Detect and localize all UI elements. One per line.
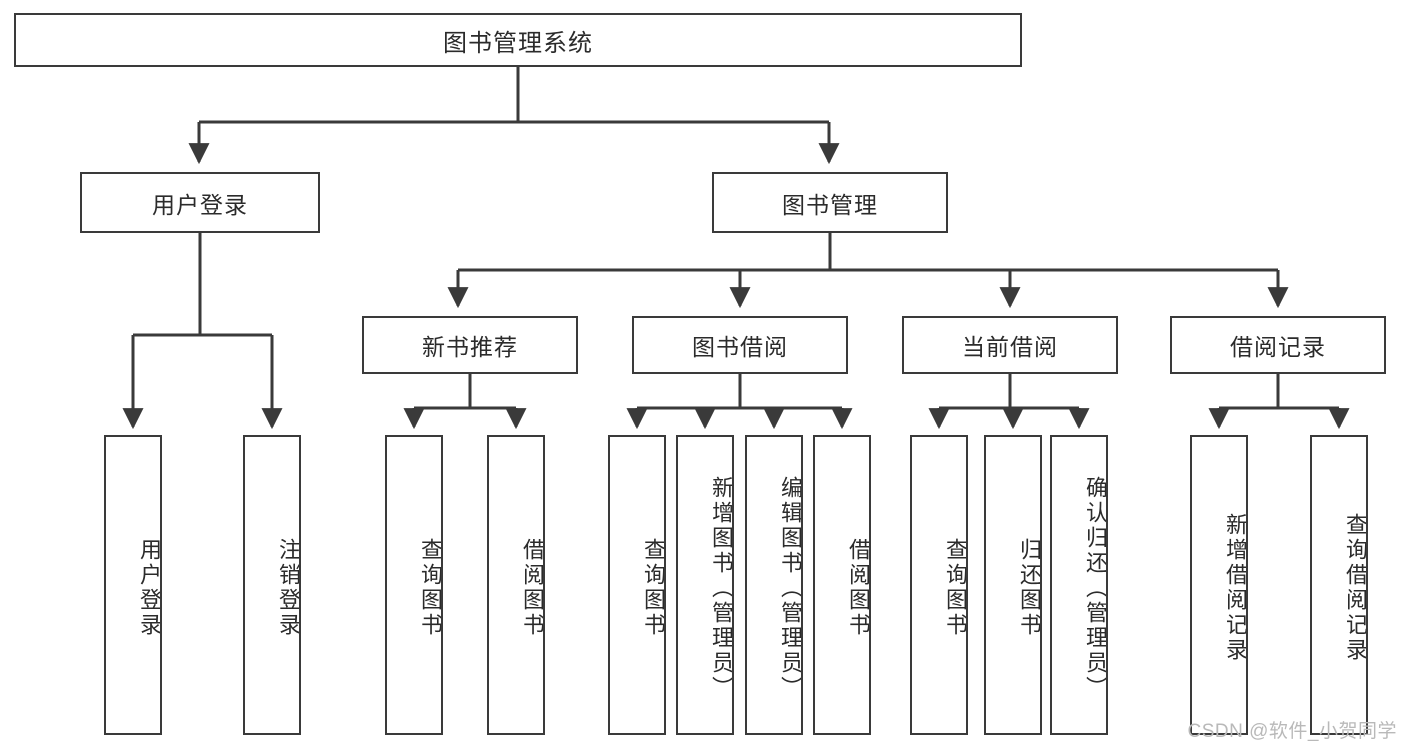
leaf-add-borrow-record[interactable]: 新增借阅记录 (1190, 435, 1248, 735)
node-book-management[interactable]: 图书管理 (712, 172, 948, 233)
node-current-borrow[interactable]: 当前借阅 (902, 316, 1118, 374)
node-new-book-recommend[interactable]: 新书推荐 (362, 316, 578, 374)
leaf-query-borrow-record[interactable]: 查询借阅记录 (1310, 435, 1368, 735)
leaf-edit-book-admin[interactable]: 编辑图书（管理员） (745, 435, 803, 735)
leaf-borrow-book-rec[interactable]: 借阅图书 (487, 435, 545, 735)
node-book-borrow[interactable]: 图书借阅 (632, 316, 848, 374)
node-borrow-record[interactable]: 借阅记录 (1170, 316, 1386, 374)
leaf-user-login[interactable]: 用户登录 (104, 435, 162, 735)
leaf-query-book-current[interactable]: 查询图书 (910, 435, 968, 735)
node-root-system[interactable]: 图书管理系统 (14, 13, 1022, 67)
watermark-text: CSDN @软件_小贺同学 (1187, 721, 1397, 742)
leaf-borrow-book[interactable]: 借阅图书 (813, 435, 871, 735)
leaf-query-book-borrow[interactable]: 查询图书 (608, 435, 666, 735)
leaf-add-book-admin[interactable]: 新增图书（管理员） (676, 435, 734, 735)
leaf-query-book-rec[interactable]: 查询图书 (385, 435, 443, 735)
leaf-logout[interactable]: 注销登录 (243, 435, 301, 735)
leaf-return-book[interactable]: 归还图书 (984, 435, 1042, 735)
node-user-login[interactable]: 用户登录 (80, 172, 320, 233)
leaf-confirm-return-admin[interactable]: 确认归还（管理员） (1050, 435, 1108, 735)
